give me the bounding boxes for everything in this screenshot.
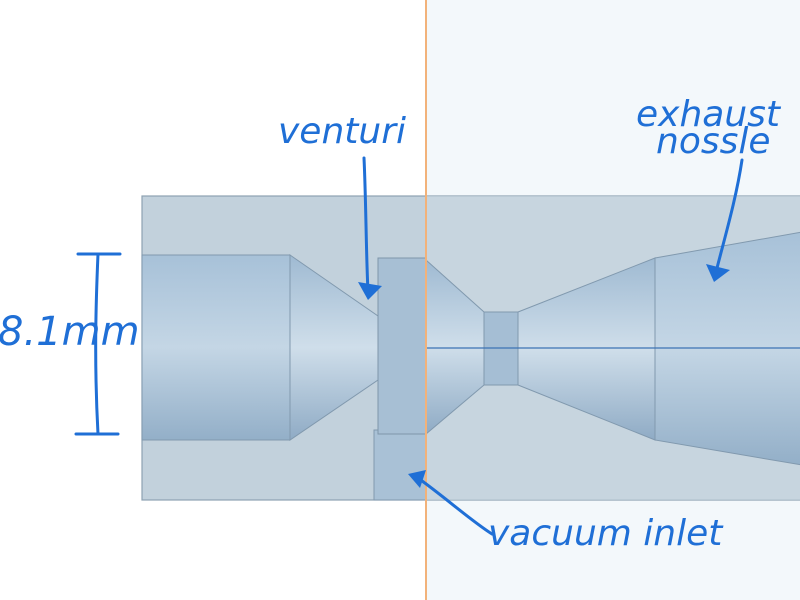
exhaust-label-line2: nossle: [656, 121, 771, 162]
arrow-head-icon: [358, 282, 382, 300]
arrow-head-icon: [408, 470, 426, 488]
exhaust-label-line1: exhaust: [636, 94, 782, 135]
arrow-head-icon: [706, 264, 730, 282]
vacuum-arrow: [416, 476, 494, 536]
vacuum-inlet-label: vacuum inlet: [488, 513, 724, 554]
exhaust-arrow: [714, 158, 744, 274]
dimension-bracket: [74, 252, 122, 436]
venturi-arrow: [362, 156, 370, 294]
dimension-label: 8.1mm: [0, 309, 140, 355]
venturi-label: venturi: [278, 111, 406, 152]
venturi-collar: [377, 257, 427, 435]
inlet-chamber: [141, 254, 291, 441]
vacuum-port: [373, 429, 427, 501]
